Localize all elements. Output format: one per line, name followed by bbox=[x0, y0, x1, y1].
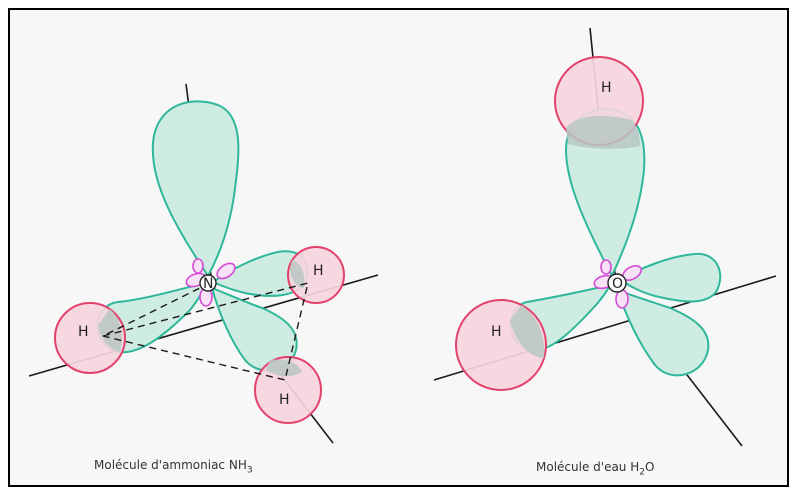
nh3-back-lobe-2 bbox=[216, 262, 236, 280]
ammonia-caption-subscript: 3 bbox=[246, 465, 253, 476]
nh3-lone-pair-lobe bbox=[151, 100, 240, 278]
h2o-lone-pair-lobe-right bbox=[618, 252, 722, 303]
h2o-back-lobe-4 bbox=[600, 259, 612, 275]
water-caption-text: Molécule d'eau H bbox=[536, 460, 640, 474]
nh3-bond-lobe-bottom bbox=[210, 286, 298, 372]
water-molecule: O H H bbox=[433, 27, 777, 447]
water-caption-subscript: 2 bbox=[639, 467, 645, 478]
nh3-hydrogen-sphere-right bbox=[287, 246, 345, 304]
nh3-back-lobe-4 bbox=[192, 258, 204, 274]
ammonia-caption-text: Molécule d'ammoniac NH bbox=[94, 458, 247, 472]
ammonia-molecule: N H H H bbox=[28, 83, 379, 444]
nh3-overlap-bottom bbox=[266, 359, 302, 377]
h2o-h-label-top: H bbox=[601, 80, 612, 96]
nh3-overlap-right bbox=[290, 260, 305, 288]
ammonia-caption: Molécule d'ammoniac NH3 bbox=[94, 458, 253, 475]
nh3-hydrogen-sphere-bottom bbox=[254, 356, 322, 424]
nh3-h-label-right: H bbox=[313, 263, 324, 279]
h2o-lone-pair-lobe-bottom bbox=[616, 288, 710, 377]
nh3-overlap-left bbox=[98, 309, 122, 352]
nh3-nitrogen-center bbox=[199, 274, 217, 292]
nh3-h-label-bottom: H bbox=[279, 392, 290, 408]
water-caption-tail: O bbox=[644, 460, 655, 474]
h2o-overlap-left bbox=[510, 305, 545, 358]
h2o-oxygen-center bbox=[607, 273, 627, 293]
h2o-back-lobe-3 bbox=[615, 289, 629, 309]
nh3-h-label-left: H bbox=[78, 324, 89, 340]
nh3-dashed-bond bbox=[102, 282, 211, 337]
h2o-overlap-top bbox=[566, 115, 640, 149]
h2o-oxygen-label: O bbox=[612, 276, 623, 292]
water-caption: Molécule d'eau H2O bbox=[536, 460, 654, 477]
figure-frame bbox=[8, 8, 789, 487]
nh3-nitrogen-label: N bbox=[203, 276, 213, 292]
h2o-h-label-left: H bbox=[491, 324, 502, 340]
